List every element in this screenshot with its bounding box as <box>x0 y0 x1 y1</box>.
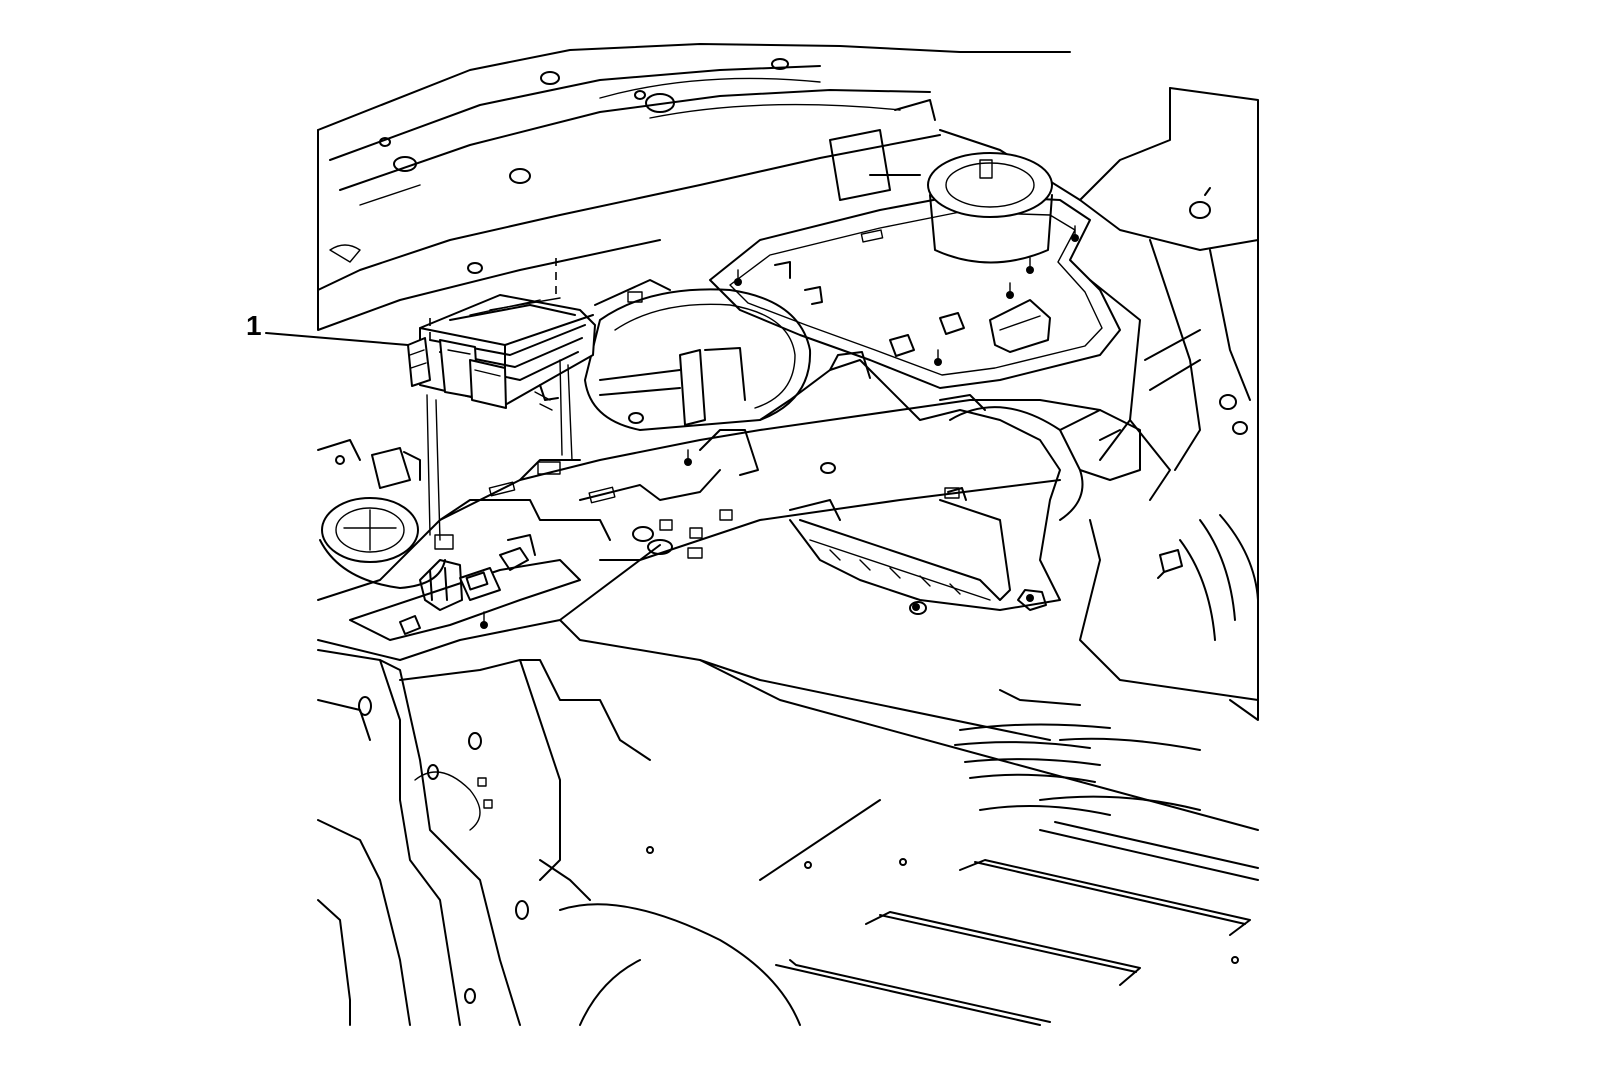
spare-tire-well <box>584 279 812 431</box>
control-module <box>407 294 596 411</box>
right-quarter-panel <box>939 87 1259 721</box>
rear-floor-ribs <box>559 689 1259 1026</box>
rear-package-shelf <box>317 43 1071 331</box>
left-side-structure <box>317 439 651 1026</box>
exploded-view-guides <box>426 258 573 541</box>
callout-1-leader <box>265 332 409 346</box>
rear-cross-member <box>699 351 1141 615</box>
module-mounting-plate <box>709 99 1121 389</box>
lower-module-bracket <box>349 534 581 641</box>
callout-1-label: 1 <box>246 310 262 341</box>
rear-floor-pan <box>317 399 1259 831</box>
